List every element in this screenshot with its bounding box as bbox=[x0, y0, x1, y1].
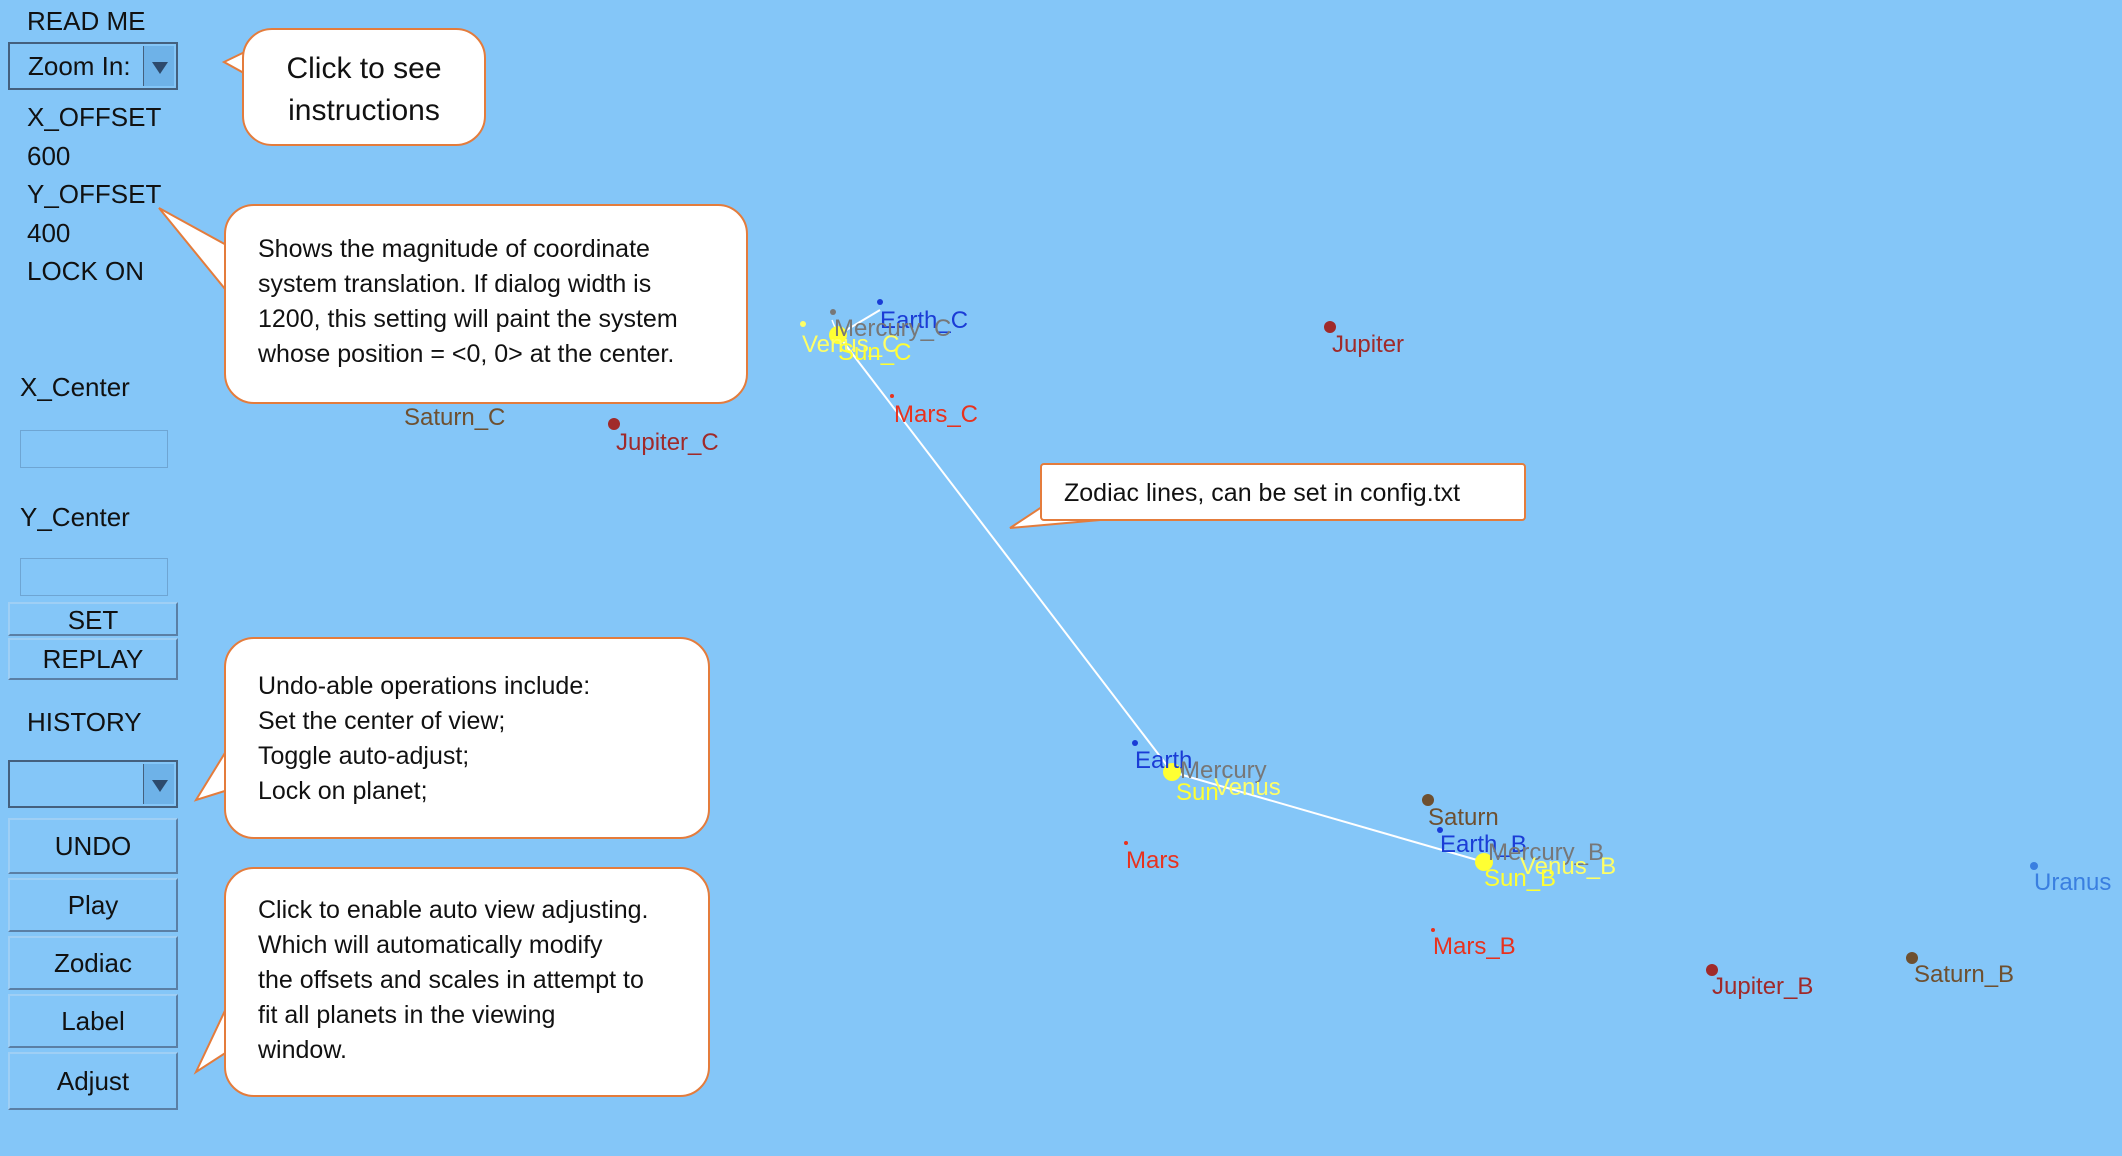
sun bbox=[1163, 763, 1181, 781]
callout-line: Undo-able operations include: bbox=[258, 672, 591, 700]
planet-mars-c bbox=[890, 394, 894, 398]
label-jupiter-c: Jupiter_C bbox=[616, 429, 719, 456]
label-earth: Earth bbox=[1135, 747, 1192, 774]
planet-earth-c bbox=[877, 299, 883, 305]
callout-line: Set the center of view; bbox=[258, 707, 506, 735]
label-mercury: Mercury bbox=[1180, 757, 1267, 784]
y-center-label: Y_Center bbox=[20, 502, 130, 532]
planet-earth-b bbox=[1437, 827, 1443, 833]
callout-line: the offsets and scales in attempt to bbox=[258, 966, 644, 994]
sun-b bbox=[1475, 853, 1493, 871]
callout-line: whose position = <0, 0> at the center. bbox=[258, 340, 675, 368]
sun-c bbox=[829, 326, 847, 344]
callout-line: 1200, this setting will paint the system bbox=[258, 305, 678, 333]
label-mars-c: Mars_C bbox=[894, 401, 978, 428]
chevron-down-icon[interactable] bbox=[143, 46, 174, 86]
planet-saturn bbox=[1422, 794, 1434, 806]
label-mercury-c: Mercury_C bbox=[834, 315, 951, 342]
callout-line: window. bbox=[258, 1036, 347, 1064]
label-sun: Sun bbox=[1176, 779, 1219, 806]
adjust-button[interactable]: Adjust bbox=[8, 1052, 178, 1110]
label-jupiter: Jupiter bbox=[1332, 331, 1404, 358]
undo-callout: Undo-able operations include: Set the ce… bbox=[224, 637, 710, 839]
x-center-label: X_Center bbox=[20, 372, 130, 402]
adjust-callout: Click to enable auto view adjusting. Whi… bbox=[224, 867, 710, 1097]
label-earth-b: Earth_B bbox=[1440, 831, 1527, 858]
instructions-callout: Click to see instructions bbox=[242, 28, 486, 146]
offset-callout: Shows the magnitude of coordinate system… bbox=[224, 204, 748, 404]
planet-jupiter-c bbox=[608, 418, 620, 430]
label-jupiter-b: Jupiter_B bbox=[1712, 973, 1813, 1000]
replay-button[interactable]: REPLAY bbox=[8, 638, 178, 680]
label-mars: Mars bbox=[1126, 847, 1179, 874]
callout-line: Shows the magnitude of coordinate bbox=[258, 235, 650, 263]
read-me-link[interactable]: READ ME bbox=[27, 6, 146, 36]
y-offset-label: Y_OFFSET bbox=[27, 179, 162, 209]
label-uranus: Uranus bbox=[2034, 869, 2111, 896]
label-button[interactable]: Label bbox=[8, 994, 178, 1048]
label-venus: Venus bbox=[1214, 774, 1281, 801]
planet-jupiter bbox=[1324, 321, 1336, 333]
x-center-input[interactable] bbox=[20, 430, 168, 468]
label-earth-c: Earth_C bbox=[880, 307, 968, 334]
planet-saturn-b bbox=[1906, 952, 1918, 964]
callout-line: Click to see bbox=[286, 52, 442, 85]
planet-venus-c bbox=[800, 321, 806, 327]
callout-line: instructions bbox=[288, 94, 440, 127]
set-button[interactable]: SET bbox=[8, 602, 178, 636]
callout-line: Click to enable auto view adjusting. bbox=[258, 896, 649, 924]
chevron-down-icon[interactable] bbox=[143, 764, 174, 804]
callout-line: Toggle auto-adjust; bbox=[258, 742, 470, 770]
label-mercury-b: Mercury_B bbox=[1488, 839, 1604, 866]
zodiac-line bbox=[836, 309, 1485, 863]
planet-mercury-c bbox=[830, 309, 836, 315]
label-venus-b: Venus_B bbox=[1520, 853, 1616, 880]
label-saturn-c: Saturn_C bbox=[404, 404, 505, 431]
callout-line: Which will automatically modify bbox=[258, 931, 603, 959]
label-mars-b: Mars_B bbox=[1433, 933, 1516, 960]
history-label: HISTORY bbox=[27, 707, 142, 737]
label-sun-c: Sun_C bbox=[838, 339, 911, 366]
callout-line: Lock on planet; bbox=[258, 777, 428, 805]
y-center-input[interactable] bbox=[20, 558, 168, 596]
y-offset-value: 400 bbox=[27, 218, 71, 248]
lock-status: LOCK ON bbox=[27, 256, 145, 286]
label-sun-b: Sun_B bbox=[1484, 865, 1556, 892]
history-dropdown[interactable] bbox=[8, 760, 178, 808]
undo-button[interactable]: UNDO bbox=[8, 818, 178, 874]
play-button[interactable]: Play bbox=[8, 878, 178, 932]
planet-jupiter-b bbox=[1706, 964, 1718, 976]
zoom-dropdown-value: Zoom In: bbox=[28, 51, 131, 81]
label-saturn: Saturn bbox=[1428, 804, 1499, 831]
label-saturn-b: Saturn_B bbox=[1914, 961, 2014, 988]
planet-uranus bbox=[2030, 862, 2038, 870]
x-offset-value: 600 bbox=[27, 141, 71, 171]
callout-line: system translation. If dialog width is bbox=[258, 270, 652, 298]
planet-mars-b bbox=[1431, 928, 1435, 932]
x-offset-label: X_OFFSET bbox=[27, 102, 162, 132]
callout-line: fit all planets in the viewing bbox=[258, 1001, 556, 1029]
label-venus-c: Venus_C bbox=[802, 331, 899, 358]
zoom-dropdown[interactable]: Zoom In: bbox=[8, 42, 178, 90]
zodiac-button[interactable]: Zodiac bbox=[8, 936, 178, 990]
planet-mars bbox=[1124, 841, 1128, 845]
planet-earth bbox=[1132, 740, 1138, 746]
zodiac-callout: Zodiac lines, can be set in config.txt bbox=[1040, 463, 1526, 521]
